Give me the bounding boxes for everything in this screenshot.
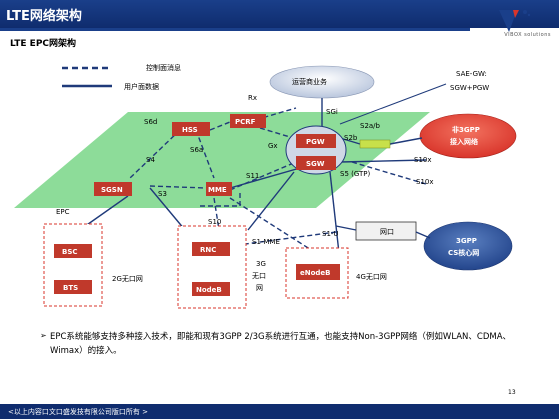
sgsn-node	[94, 182, 132, 196]
mme-node	[206, 182, 232, 196]
sgsn-label: SGSN	[101, 186, 123, 194]
slide-subtitle: LTE EPC网架构	[10, 39, 77, 49]
non3gpp-label-2: 接入网络	[450, 137, 478, 146]
3g-label-3: 网	[256, 284, 263, 292]
2g-access-network: BSC BTS	[43, 223, 103, 307]
header-stripe	[0, 28, 470, 31]
legend-control-label: 控制面消息	[146, 63, 181, 72]
if-sgi: SGi	[326, 108, 338, 116]
pgw-node	[296, 134, 336, 148]
bsc-node	[54, 244, 92, 258]
4g-label: 4G无口网	[356, 273, 387, 281]
cs-core-label-1: 3GPP	[456, 237, 477, 245]
pcrf-label: PCRF	[235, 118, 256, 126]
sae-gw-pointer	[339, 83, 447, 125]
4g-access-network: eNodeB	[285, 247, 349, 299]
if-s6d: S6d	[144, 118, 157, 126]
sae-gw-label-line1: SAE-GW:	[456, 70, 487, 78]
pgw-label: PGW	[306, 138, 325, 146]
if-s11: S11	[246, 172, 259, 180]
if-s3: S3	[158, 190, 167, 198]
page-number: 13	[508, 389, 516, 396]
nodeb-node	[192, 282, 230, 296]
bts-node	[54, 280, 92, 294]
gateway-label: 网口	[380, 228, 394, 236]
slide-footer: <以上内容口文口盛发技有限公司版口所有 >	[0, 404, 559, 419]
if-s1-u: S1-U	[322, 230, 339, 238]
vibox-logo-icon	[499, 10, 531, 32]
cs-core-cloud: 3GPP CS核心网	[423, 221, 513, 271]
if-s2a-b: S2a/b	[360, 122, 381, 130]
if-s5: S5 (GTP)	[340, 170, 371, 178]
operator-services-label: 运营商业务	[292, 77, 327, 86]
if-s10x-1: S10x	[414, 156, 432, 164]
enodeb-node	[296, 264, 340, 280]
non3gpp-access-cloud: 非3GPP 接入网络	[419, 113, 517, 159]
sae-gw-label-line2: SGW+PGW	[450, 84, 489, 92]
operator-services-cloud: 运营商业务	[269, 65, 375, 99]
cs-core-label-2: CS核心网	[448, 248, 479, 257]
if-s1-mme: S1-MME	[252, 238, 280, 246]
legend: 控制面消息 用户面数据	[62, 63, 181, 91]
2g-label: 2G无口网	[112, 275, 143, 283]
pcrf-node	[230, 114, 266, 128]
rnc-label: RNC	[200, 246, 216, 254]
if-s2b: S2b	[344, 134, 358, 142]
footer-text: <以上内容口文口盛发技有限公司版口所有 >	[8, 408, 148, 416]
if-rx: Rx	[248, 94, 257, 102]
3g-label-2: 无口	[252, 272, 266, 280]
slide-title: LTE网络架构	[6, 9, 82, 24]
if-s10: S10	[208, 218, 221, 226]
sgw-label: SGW	[306, 160, 325, 168]
mme-label: MME	[208, 186, 227, 194]
if-s6a: S6a	[190, 146, 203, 154]
epc-label: EPC	[56, 208, 70, 216]
non3gpp-label-1: 非3GPP	[452, 125, 480, 134]
bullet-arrow-icon: ➢	[40, 331, 47, 340]
hss-label: HSS	[182, 126, 198, 134]
bsc-label: BSC	[62, 248, 78, 256]
logo-text: VIBOX solutions	[504, 32, 551, 38]
slide-header: LTE网络架构	[0, 0, 559, 28]
if-s4: S4	[146, 156, 155, 164]
3g-label-1: 3G	[256, 260, 266, 268]
3g-access-network: RNC NodeB	[177, 225, 247, 309]
if-gx: Gx	[268, 142, 278, 150]
legend-user-label: 用户面数据	[124, 82, 159, 91]
s2b-tunnel-icon	[359, 139, 391, 149]
rnc-node	[192, 242, 230, 256]
gateway-box	[355, 221, 417, 241]
nodeb-label: NodeB	[196, 286, 222, 294]
bullet-text: EPC系统能够支持多种接入技术，即能和现有3GPP 2/3G系统进行互通，也能支…	[50, 332, 512, 356]
hss-node	[172, 122, 210, 136]
bts-label: BTS	[63, 284, 78, 292]
sgw-node	[296, 156, 336, 170]
if-s10x-2: S10x	[416, 178, 434, 186]
enodeb-label: eNodeB	[300, 269, 331, 277]
